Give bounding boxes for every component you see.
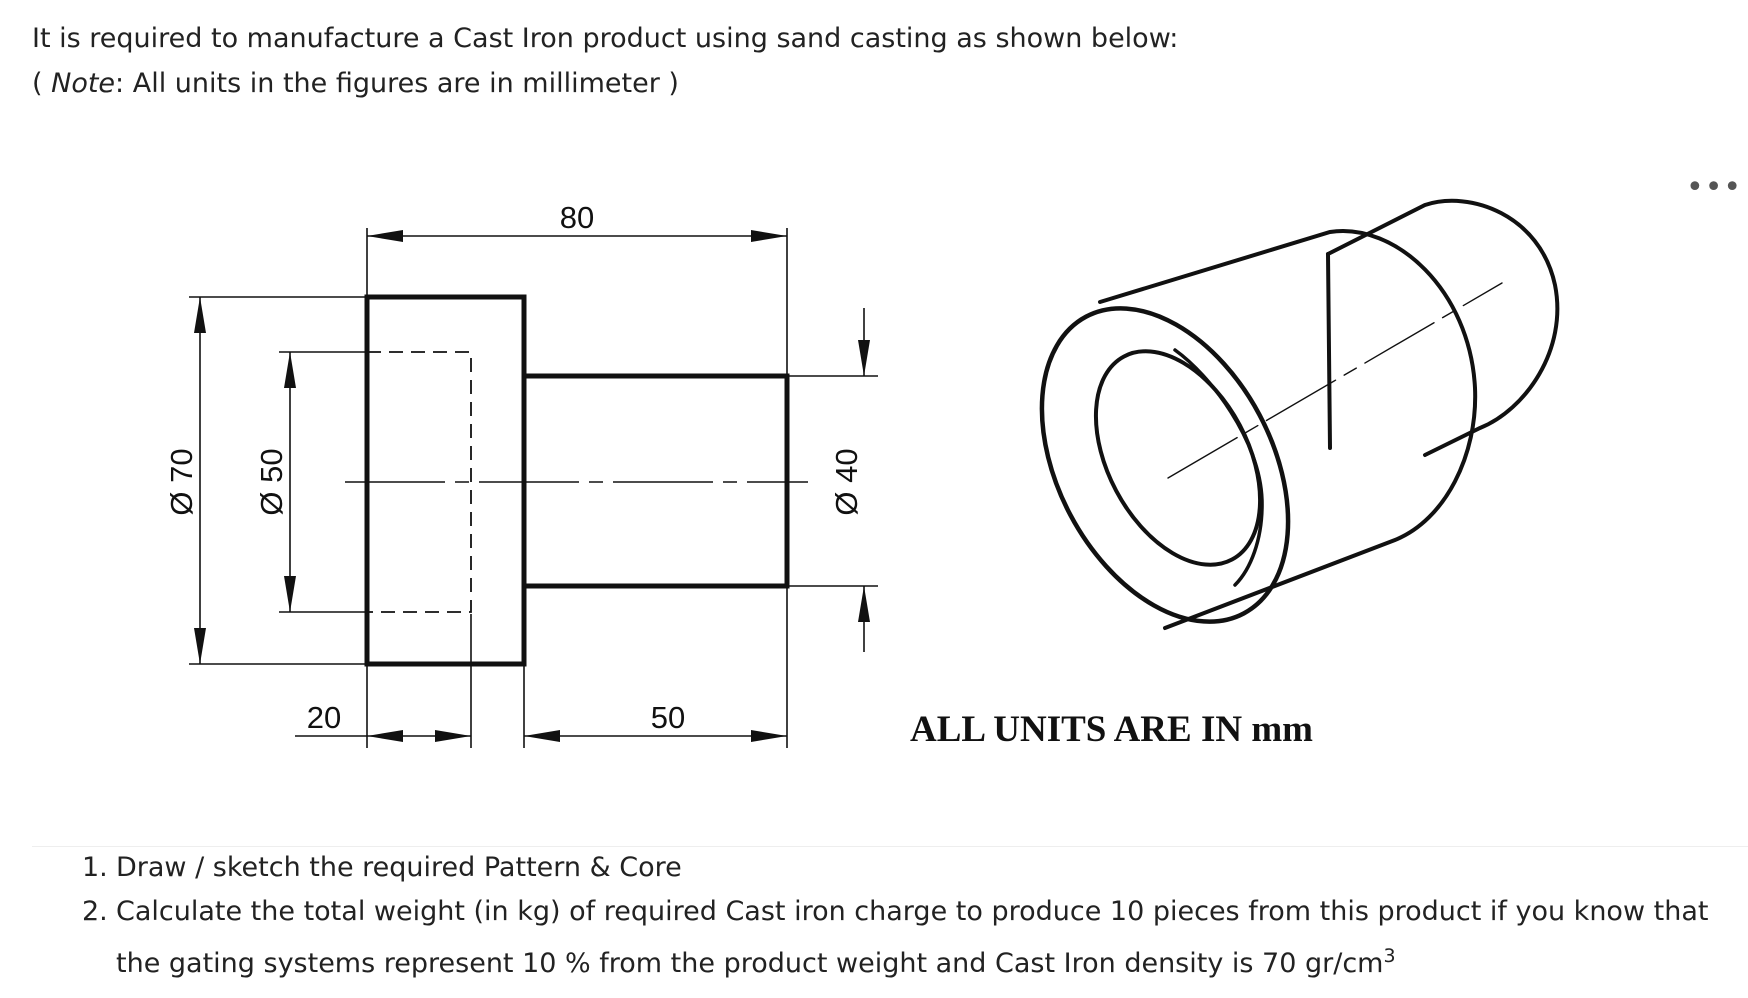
arrowhead: [194, 297, 206, 333]
arrowhead: [751, 730, 787, 742]
dimensions: 80 Ø 70 Ø 50 Ø 40 20: [164, 200, 878, 748]
arrowhead: [435, 730, 471, 742]
arrowhead: [858, 340, 870, 376]
arrowhead: [284, 576, 296, 612]
iso-center-line: [1167, 282, 1503, 479]
section-divider: [32, 846, 1748, 847]
list-item: 1. Draw / sketch the required Pattern & …: [76, 846, 1726, 890]
arrowhead: [524, 730, 560, 742]
note-text: : All units in the figures are in millim…: [115, 68, 679, 99]
arrowhead: [751, 230, 787, 242]
front-view: [345, 294, 808, 667]
isometric-view: [1039, 198, 1560, 630]
list-item: 2. Calculate the total weight (in kg) of…: [76, 890, 1726, 986]
iso-shaft-edge: [1326, 252, 1332, 450]
iso-shaft-outline: [1326, 198, 1560, 457]
dim-50-label: 50: [651, 700, 685, 735]
superscript: 3: [1383, 945, 1396, 967]
problem-intro: It is required to manufacture a Cast Iro…: [32, 16, 1178, 106]
question-text: Calculate the total weight (in kg) of re…: [116, 896, 1709, 979]
hidden-bore: [367, 351, 472, 613]
ellipsis-icon[interactable]: •••: [1686, 170, 1743, 205]
dim-20-label: 20: [307, 700, 341, 735]
question-text: Draw / sketch the required Pattern & Cor…: [116, 852, 682, 883]
shaft-outline: [524, 373, 790, 589]
intro-line: It is required to manufacture a Cast Iro…: [32, 23, 1179, 54]
list-number: 2.: [82, 896, 108, 927]
list-number: 1.: [82, 852, 108, 883]
units-label: ALL UNITS ARE IN mm: [910, 709, 1313, 750]
iso-front-face: [1039, 306, 1291, 624]
arrowhead: [284, 352, 296, 388]
arrowhead: [858, 586, 870, 622]
iso-bore-inner-edge: [1173, 348, 1264, 587]
flange-outline: [364, 294, 527, 667]
units-note-line: ( Note: All units in the figures are in …: [32, 61, 1178, 106]
dim-80-label: 80: [560, 200, 594, 235]
note-label: Note: [51, 68, 116, 99]
note-open: (: [32, 68, 52, 99]
question-list: 1. Draw / sketch the required Pattern & …: [76, 846, 1726, 986]
dim-phi50-label: Ø 50: [254, 448, 289, 515]
arrowhead: [367, 730, 403, 742]
arrowhead: [367, 230, 403, 242]
iso-flange-back-edge: [1098, 229, 1478, 630]
dim-phi40-label: Ø 40: [829, 448, 864, 515]
arrowhead: [194, 628, 206, 664]
dim-phi70-label: Ø 70: [164, 448, 199, 515]
